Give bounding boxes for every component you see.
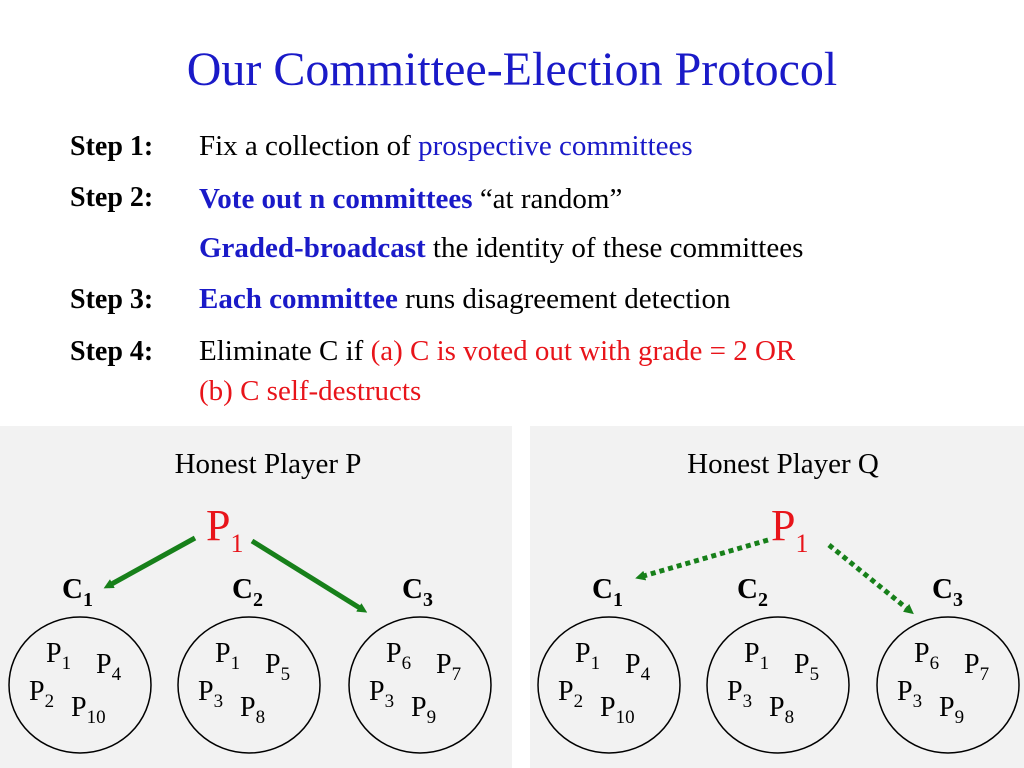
sender-label: P1 (771, 501, 808, 558)
step-1-label: Step 1: (70, 131, 154, 162)
committee-member: P3 (727, 676, 752, 712)
honest-player-p-panel (0, 426, 512, 768)
slide-title: Our Committee-Election Protocol (186, 43, 838, 96)
step-1-text-highlight: prospective committees (418, 130, 693, 162)
step-3-text: Each committee runs disagreement detecti… (199, 285, 731, 314)
committee-circle (876, 616, 1020, 754)
step-4-text: Eliminate C if (a) C is voted out with g… (199, 337, 795, 366)
honest-player-q-panel (530, 426, 1024, 768)
committee-member: P6 (386, 638, 411, 674)
panel-heading: Honest Player P (175, 448, 362, 480)
committee-member: P2 (558, 676, 583, 712)
step-2-text: Vote out n committees “at random” (199, 185, 622, 214)
committee-member: P9 (411, 692, 436, 728)
committee-member: P10 (71, 692, 106, 728)
step-3-label: Step 3: (70, 284, 154, 315)
committee-circle (8, 616, 152, 754)
committee-label: C1 (592, 573, 623, 611)
committee-member: P2 (29, 676, 54, 712)
committee-member: P9 (939, 692, 964, 728)
step-2b-text: Graded-broadcast the identity of these c… (199, 234, 803, 263)
step-3-text-plain: runs disagreement detection (397, 283, 731, 315)
vote-arrow-c1 (635, 537, 769, 581)
step-3-text-highlight: Each committee (199, 283, 398, 315)
step-2b-text-plain: the identity of these committees (425, 232, 804, 264)
committee-circle (348, 616, 492, 754)
panel-heading: Honest Player Q (687, 448, 879, 480)
committee-member: P3 (369, 676, 394, 712)
committee-member: P7 (436, 649, 461, 685)
step-4-label: Step 4: (70, 336, 154, 367)
committee-member: P1 (215, 638, 240, 674)
committee-circle (177, 616, 321, 754)
step-2-text-highlight: Vote out n committees (199, 183, 473, 215)
committee-member: P4 (625, 649, 651, 685)
committee-member: P10 (600, 692, 635, 728)
committee-label: C2 (737, 573, 768, 611)
vote-arrow-c3 (827, 543, 914, 615)
committee-member: P6 (914, 638, 939, 674)
committee-label: C1 (62, 573, 93, 611)
committee-member: P8 (769, 692, 794, 728)
committee-circle (706, 616, 850, 754)
committee-member: P1 (46, 638, 71, 674)
step-1-text-plain: Fix a collection of (199, 130, 419, 162)
committee-member: P7 (964, 649, 989, 685)
committee-label: C3 (402, 573, 433, 611)
committee-member: P5 (265, 649, 290, 685)
committee-member: P3 (897, 676, 922, 712)
step-2-label: Step 2: (70, 182, 154, 213)
step-4-text-plain: Eliminate C if (199, 335, 371, 367)
step-4b-text: (b) C self-destructs (199, 375, 422, 407)
vote-arrow-c1 (103, 535, 197, 589)
step-2b-text-highlight: Graded-broadcast (199, 232, 426, 264)
committee-member: P4 (96, 649, 122, 685)
committee-member: P1 (744, 638, 769, 674)
step-1-text: Fix a collection of prospective committe… (199, 132, 693, 161)
committee-member: P1 (575, 638, 600, 674)
committee-label: C2 (232, 573, 263, 611)
committee-circle (537, 616, 681, 754)
committee-label: C3 (932, 573, 963, 611)
step-4-text-highlight: (a) C is voted out with grade = 2 OR (370, 335, 796, 367)
committee-member: P5 (794, 649, 819, 685)
sender-label: P1 (206, 501, 243, 558)
committee-member: P8 (240, 692, 265, 728)
vote-arrow-c3 (250, 538, 368, 613)
step-2-text-plain: “at random” (472, 183, 623, 215)
committee-member: P3 (198, 676, 223, 712)
